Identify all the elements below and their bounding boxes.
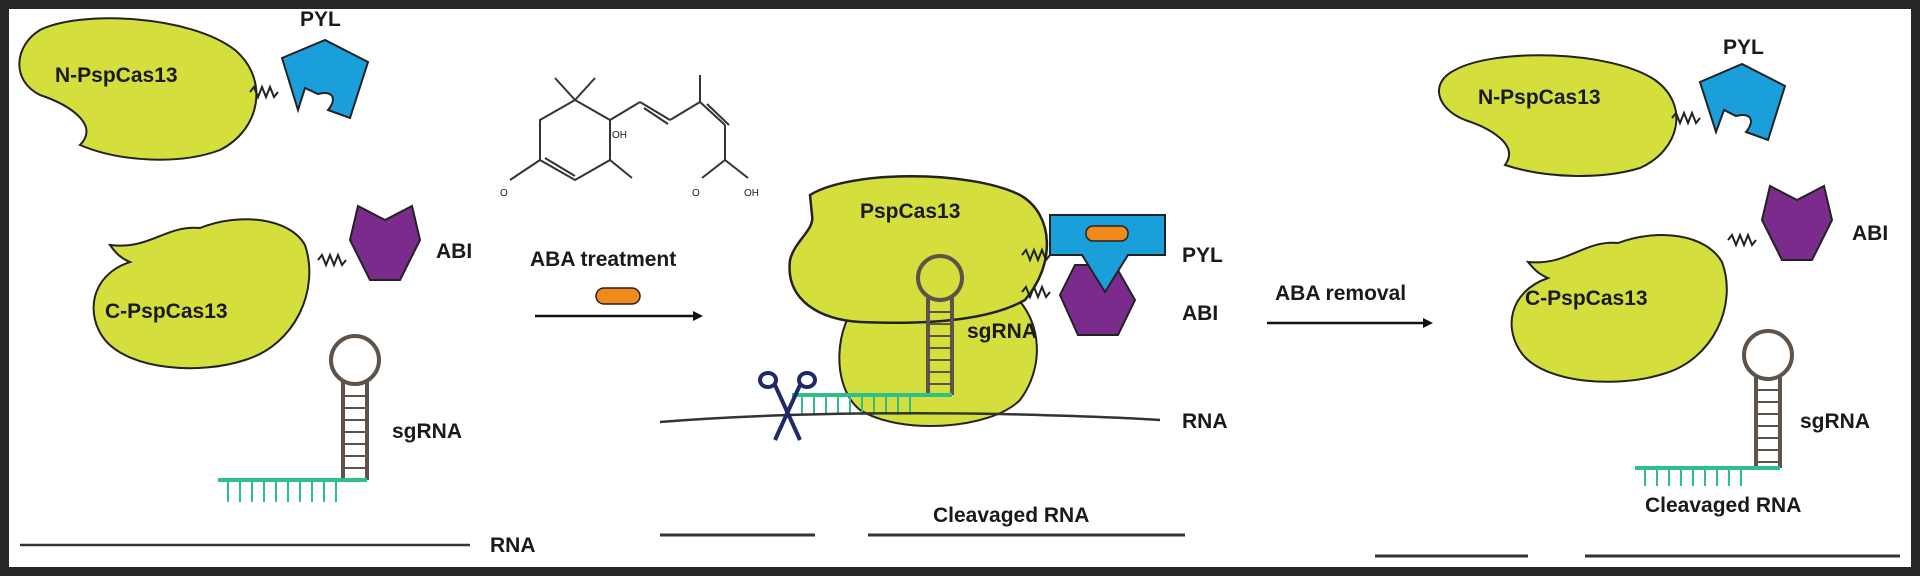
- c-linker-right: [1727, 232, 1757, 248]
- pyl-linker: [1021, 247, 1051, 263]
- sgrna-bound-label: sgRNA: [967, 320, 1037, 343]
- sgrna-hairpin-right: [1635, 329, 1794, 486]
- abi-bound-label: ABI: [1182, 302, 1218, 325]
- aba-treatment-label: ABA treatment: [530, 248, 676, 271]
- step-aba-treatment: OH O O OH ABA treatment: [500, 75, 759, 321]
- target-rna-bound: [659, 412, 1161, 424]
- rna-label: RNA: [490, 534, 536, 557]
- scissors-icon: [758, 371, 817, 441]
- cleaved-rna-label: Cleavaged RNA: [933, 504, 1089, 527]
- n-pspcas13-domain: [18, 17, 258, 161]
- c-pspcas13-domain: [92, 218, 311, 370]
- n-linker-right: [1671, 110, 1701, 126]
- cleaved-rna-label-right: Cleavaged RNA: [1645, 494, 1801, 517]
- panel-left: N-PspCas13 PYL C-PspCas13 ABI: [18, 8, 536, 557]
- c-pspcas13-label-right: C-PspCas13: [1525, 287, 1648, 310]
- molecule-oh-label: OH: [612, 130, 627, 141]
- pyl-bound-label: PYL: [1182, 244, 1223, 267]
- pyl-protein-right: [1698, 62, 1787, 142]
- aba-molecule-icon: [595, 287, 641, 305]
- n-pspcas13-bound: [788, 175, 1049, 325]
- pspcas13-label: PspCas13: [860, 200, 960, 223]
- pyl-label-right: PYL: [1723, 36, 1764, 59]
- pyl-label: PYL: [300, 8, 341, 31]
- panel-middle: PspCas13 PYL ABI: [659, 175, 1228, 537]
- sgrna-label-right: sgRNA: [1800, 410, 1870, 433]
- n-linker: [249, 84, 279, 100]
- panel-right: N-PspCas13 PYL C-PspCas13 ABI: [1375, 36, 1900, 558]
- abi-label: ABI: [436, 240, 472, 263]
- n-pspcas13-label: N-PspCas13: [55, 64, 178, 87]
- rna-bound-label: RNA: [1182, 410, 1228, 433]
- c-pspcas13-domain-right: [1510, 234, 1728, 383]
- step-aba-removal: ABA removal: [1267, 282, 1433, 328]
- abi-protein-bound: [1058, 264, 1137, 336]
- molecule-cooh-oh-label: OH: [744, 188, 759, 199]
- abi-linker: [1021, 284, 1051, 300]
- pyl-protein: [280, 38, 370, 120]
- n-pspcas13-label-right: N-PspCas13: [1478, 86, 1601, 109]
- pyl-protein-bound: [1049, 214, 1166, 294]
- abi-label-right: ABI: [1852, 222, 1888, 245]
- sgrna-hairpin: [218, 334, 381, 502]
- aba-removal-label: ABA removal: [1275, 282, 1406, 305]
- molecule-cooh-o-label: O: [692, 188, 700, 199]
- abi-protein-right: [1760, 184, 1834, 261]
- aba-molecule-structure: [509, 75, 749, 182]
- c-linker: [317, 252, 347, 268]
- sgrna-hairpin-bound: [792, 254, 964, 415]
- molecule-o-label: O: [500, 188, 508, 199]
- aba-bound-icon: [1085, 225, 1129, 242]
- n-pspcas13-domain-right: [1438, 54, 1678, 177]
- c-pspcas13-label: C-PspCas13: [105, 300, 228, 323]
- abi-protein: [348, 204, 422, 281]
- sgrna-label: sgRNA: [392, 420, 462, 443]
